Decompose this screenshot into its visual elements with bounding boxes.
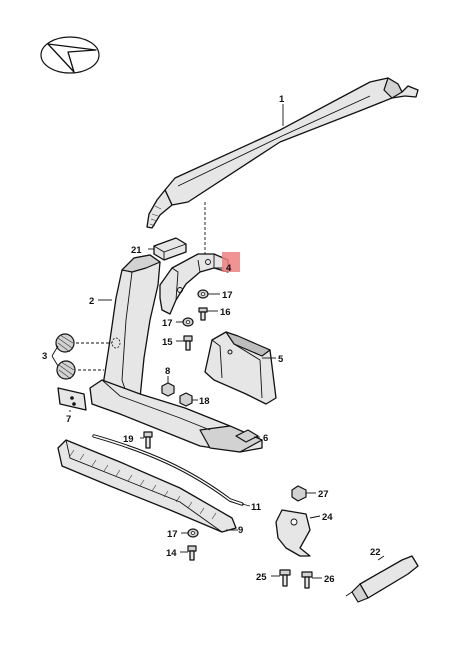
callout-22: 22 <box>370 547 381 558</box>
callout-5: 5 <box>278 354 284 365</box>
part-4-highlight <box>222 252 240 272</box>
fastener-18-nut <box>179 392 193 407</box>
fastener-25-screw <box>279 569 291 587</box>
callout-9: 9 <box>238 525 243 536</box>
callout-21: 21 <box>131 245 142 256</box>
callout-19: 19 <box>123 434 134 445</box>
callout-1: 1 <box>279 94 285 105</box>
callout-6: 6 <box>263 433 268 444</box>
part-5-bracket-panel <box>204 331 277 405</box>
callout-17c: 17 <box>167 529 178 540</box>
callout-16: 16 <box>220 307 231 318</box>
part-2-pillar-trim <box>101 254 161 405</box>
callout-8: 8 <box>165 366 170 377</box>
leader-lines <box>51 104 385 579</box>
fastener-17b-washer <box>182 317 194 327</box>
door-sill-trim <box>89 379 263 453</box>
callout-27: 27 <box>318 489 329 500</box>
callout-2: 2 <box>89 296 94 307</box>
callout-labels: 1 2 3 4 5 6 7 8 9 11 14 15 16 17 17 17 1… <box>42 94 381 585</box>
callout-7: 7 <box>66 414 71 425</box>
part-24-holder <box>275 509 311 557</box>
fastener-27-nut <box>291 485 307 502</box>
fastener-16-screw <box>198 307 208 321</box>
fastener-26-screw <box>301 571 313 589</box>
callout-17a: 17 <box>222 290 233 301</box>
fastener-17c-washer <box>187 528 199 538</box>
callout-18: 18 <box>199 396 210 407</box>
part-22-adhesive-tube <box>345 555 419 603</box>
fastener-15-screw <box>183 335 193 351</box>
callout-25: 25 <box>256 572 267 583</box>
callout-11: 11 <box>251 502 262 513</box>
part-1-roof-trim <box>146 77 419 229</box>
orientation-arrow-icon <box>40 36 100 74</box>
fastener-19-screw <box>143 431 153 449</box>
part-4-bracket <box>159 253 229 315</box>
fastener-8-nut <box>161 382 175 397</box>
callout-15: 15 <box>162 337 173 348</box>
callout-26: 26 <box>324 574 335 585</box>
part-7-tab <box>57 387 87 411</box>
callout-4: 4 <box>226 263 232 274</box>
part-6-pad <box>235 429 259 443</box>
fastener-14-screw <box>187 545 197 561</box>
callout-14: 14 <box>166 548 177 559</box>
callout-3: 3 <box>42 351 47 362</box>
part-3-plugs <box>55 333 76 380</box>
part-9-lower-panel <box>57 439 237 533</box>
fastener-17a-washer <box>197 289 209 299</box>
callout-17b: 17 <box>162 318 173 329</box>
part-21-clip <box>153 237 187 261</box>
callout-24: 24 <box>322 512 333 523</box>
